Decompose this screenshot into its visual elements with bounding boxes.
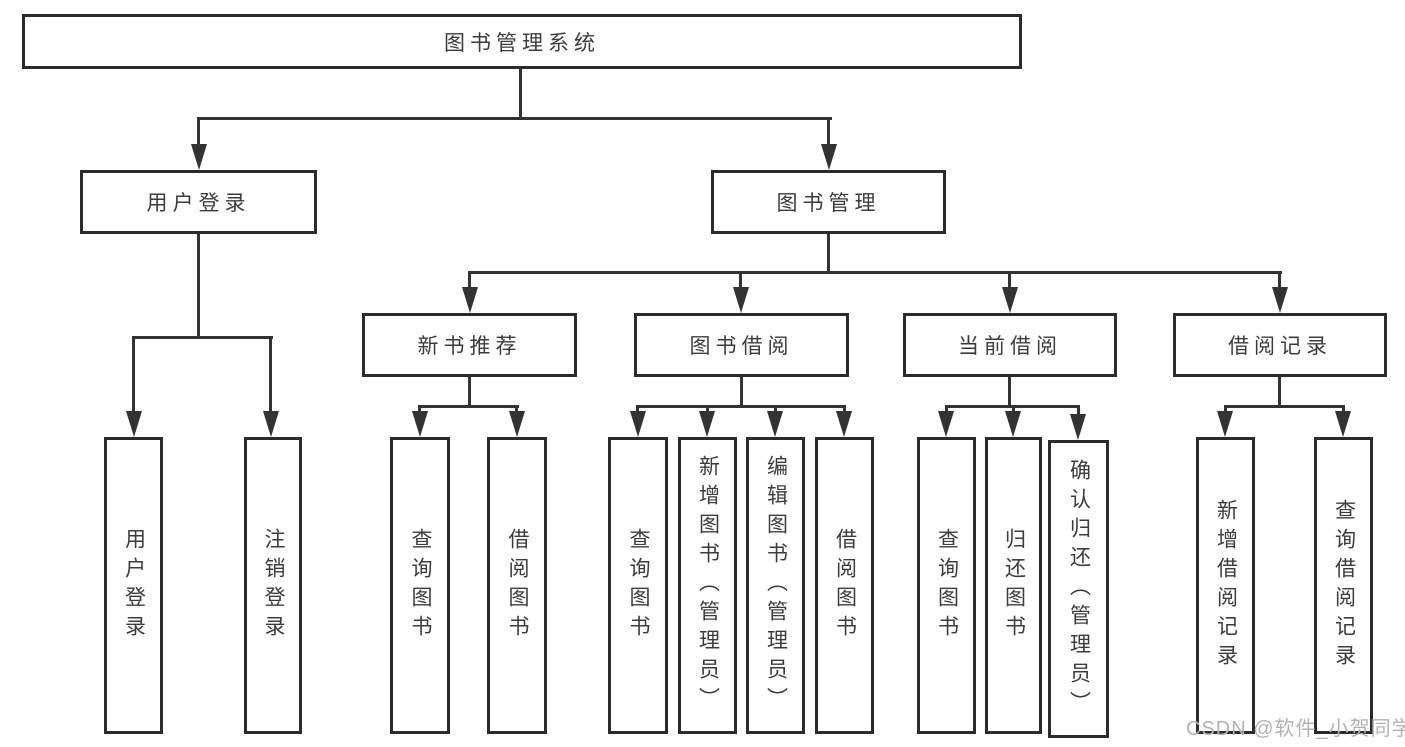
- leaf-label: 注销登录: [262, 527, 285, 644]
- arrowhead-icon: [462, 287, 478, 313]
- leaf-logout: 注销登录: [244, 437, 302, 734]
- watermark: CSDN @软件_小贺同学: [1186, 718, 1405, 740]
- connector-line: [827, 234, 830, 271]
- connector-line: [418, 405, 519, 408]
- connector-line: [636, 405, 846, 408]
- connector-line: [519, 69, 522, 117]
- leaf-label: 查询图书: [935, 527, 959, 644]
- arrowhead-icon: [938, 411, 954, 437]
- leaf-borrow-books-recommend: 借阅图书: [487, 437, 547, 734]
- node-label: 图书管理: [776, 192, 881, 215]
- connector-line: [827, 117, 830, 146]
- arrowhead-icon: [1272, 287, 1288, 313]
- leaf-label: 借阅图书: [506, 527, 529, 644]
- connector-line: [739, 271, 742, 290]
- leaf-label: 查询借阅记录: [1332, 498, 1356, 673]
- connector-line: [1342, 405, 1345, 414]
- leaf-label: 查询图书: [627, 527, 650, 644]
- connector-line: [468, 271, 1282, 274]
- arrowhead-icon: [733, 287, 749, 313]
- leaf-label: 查询图书: [409, 527, 432, 644]
- leaf-label: 新增借阅记录: [1214, 498, 1238, 673]
- connector-line: [1077, 405, 1080, 417]
- connector-line: [774, 405, 777, 414]
- leaf-label: 新增图书（管理员）: [696, 455, 720, 716]
- connector-line: [706, 405, 709, 414]
- node-root-label: 图书管理系统: [444, 31, 600, 55]
- connector-line: [636, 405, 639, 414]
- connector-line: [945, 405, 948, 414]
- arrowhead-icon: [1005, 411, 1021, 437]
- arrowhead-icon: [1002, 287, 1018, 313]
- leaf-return-book: 归还图书: [985, 437, 1042, 734]
- arrowhead-icon: [263, 411, 279, 437]
- leaf-label: 归还图书: [1002, 527, 1026, 644]
- arrowhead-icon: [767, 411, 783, 437]
- arrowhead-icon: [191, 144, 207, 170]
- leaf-add-book-admin: 新增图书（管理员）: [678, 437, 737, 734]
- leaf-label: 编辑图书（管理员）: [764, 455, 788, 716]
- arrowhead-icon: [1335, 411, 1351, 437]
- arrowhead-icon: [836, 411, 852, 437]
- leaf-label: 借阅图书: [833, 527, 857, 644]
- arrowhead-icon: [699, 411, 715, 437]
- node-new-book-recommend: 新书推荐: [362, 313, 577, 377]
- arrowhead-icon: [821, 144, 837, 170]
- leaf-query-borrow-record: 查询借阅记录: [1314, 437, 1373, 734]
- connector-line: [1278, 271, 1281, 290]
- connector-line: [1008, 271, 1011, 290]
- node-book-borrowing: 图书借阅: [634, 313, 849, 377]
- connector-line: [1008, 377, 1011, 405]
- node-label: 用户登录: [146, 192, 251, 215]
- leaf-query-books-recommend: 查询图书: [390, 437, 450, 734]
- leaf-user-login: 用户登录: [104, 437, 163, 734]
- leaf-edit-book-admin: 编辑图书（管理员）: [746, 437, 805, 734]
- leaf-confirm-return-admin: 确认归还（管理员）: [1048, 440, 1109, 738]
- node-user-login-branch: 用户登录: [80, 170, 317, 234]
- arrowhead-icon: [1217, 411, 1233, 437]
- leaf-borrow-books: 借阅图书: [815, 437, 874, 734]
- connector-line: [1224, 405, 1345, 408]
- connector-line: [197, 234, 200, 336]
- leaf-query-books-borrowing: 查询图书: [608, 437, 668, 734]
- node-label: 当前借阅: [958, 335, 1062, 358]
- leaf-add-borrow-record: 新增借阅记录: [1196, 437, 1255, 734]
- connector-line: [197, 117, 832, 120]
- connector-line: [843, 405, 846, 414]
- node-label: 借阅记录: [1228, 335, 1332, 358]
- leaf-label: 用户登录: [122, 527, 146, 644]
- connector-line: [197, 117, 200, 146]
- connector-line: [468, 377, 471, 405]
- node-book-management: 图书管理: [711, 170, 946, 234]
- arrowhead-icon: [412, 411, 428, 437]
- connector-line: [1012, 405, 1015, 414]
- node-label: 新书推荐: [417, 335, 522, 358]
- connector-line: [1278, 377, 1281, 405]
- node-label: 图书借阅: [689, 335, 794, 358]
- arrowhead-icon: [509, 411, 525, 437]
- leaf-query-books-current: 查询图书: [917, 437, 976, 734]
- node-root: 图书管理系统: [22, 14, 1022, 69]
- connector-line: [515, 405, 518, 414]
- connector-line: [132, 336, 273, 339]
- leaf-label: 确认归还（管理员）: [1067, 458, 1091, 720]
- node-current-borrowing: 当前借阅: [903, 313, 1117, 377]
- connector-line: [418, 405, 421, 414]
- connector-line: [269, 336, 272, 413]
- connector-line: [468, 271, 471, 290]
- connector-line: [740, 377, 743, 405]
- arrowhead-icon: [126, 411, 142, 437]
- arrowhead-icon: [630, 411, 646, 437]
- connector-line: [1224, 405, 1227, 414]
- node-borrow-records: 借阅记录: [1173, 313, 1387, 377]
- connector-line: [132, 336, 135, 413]
- arrowhead-icon: [1070, 414, 1086, 440]
